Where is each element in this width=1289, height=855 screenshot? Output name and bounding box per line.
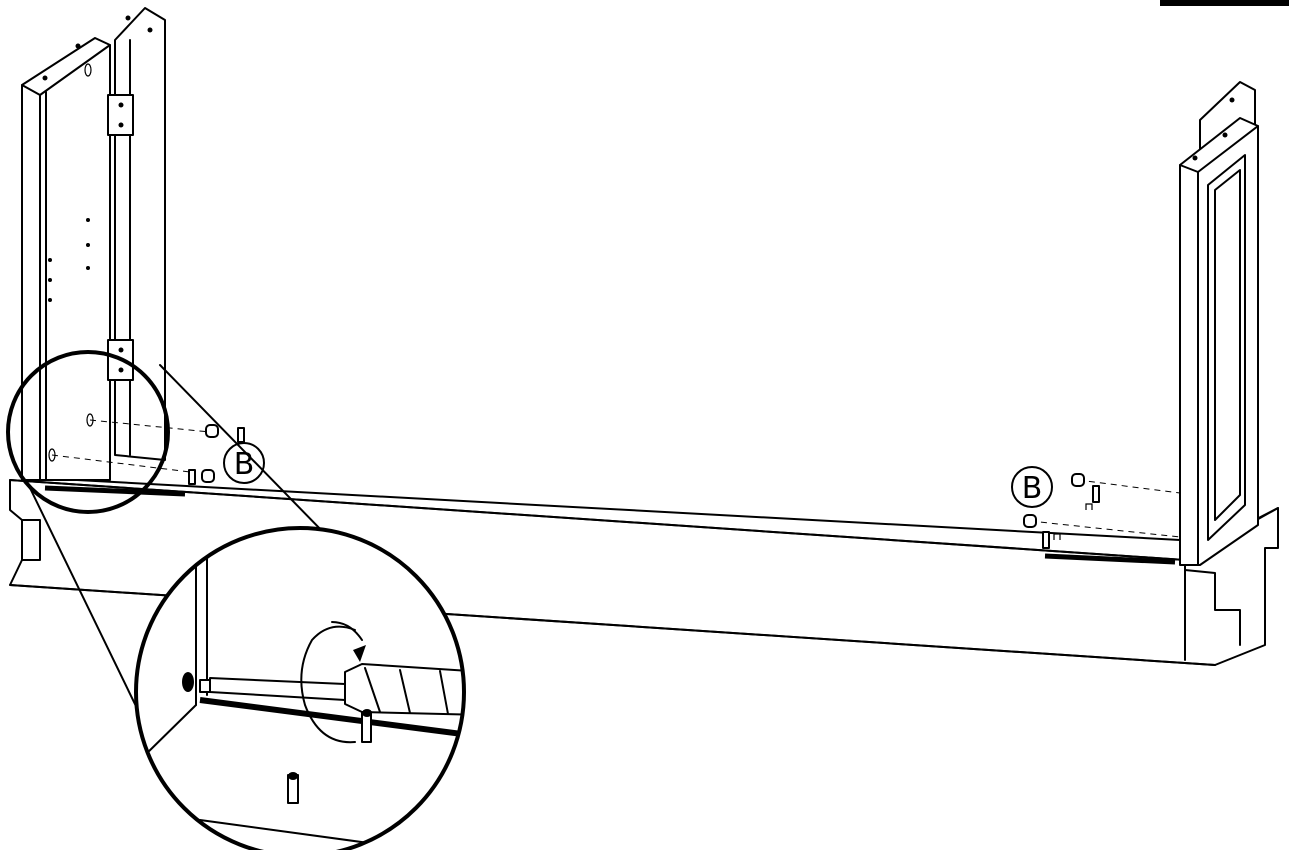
rotation-arrow-icon xyxy=(300,621,366,744)
callout-left: B xyxy=(223,442,265,484)
right-side-panel xyxy=(1179,81,1259,566)
callout-right: B xyxy=(1011,466,1053,508)
cam-bolt-icon xyxy=(188,427,245,485)
zoom-detail xyxy=(134,526,466,855)
corner-bar xyxy=(1160,0,1289,6)
screwdriver-icon xyxy=(199,663,464,716)
dowel-icon xyxy=(201,424,219,483)
dowel-icon xyxy=(1023,473,1085,528)
alignment-lines xyxy=(51,419,1181,538)
left-side-panel xyxy=(21,7,166,481)
cam-bolt-icon xyxy=(1042,485,1100,549)
callout-right-label: B xyxy=(1022,471,1043,506)
cam-bolt-icon xyxy=(287,709,372,804)
